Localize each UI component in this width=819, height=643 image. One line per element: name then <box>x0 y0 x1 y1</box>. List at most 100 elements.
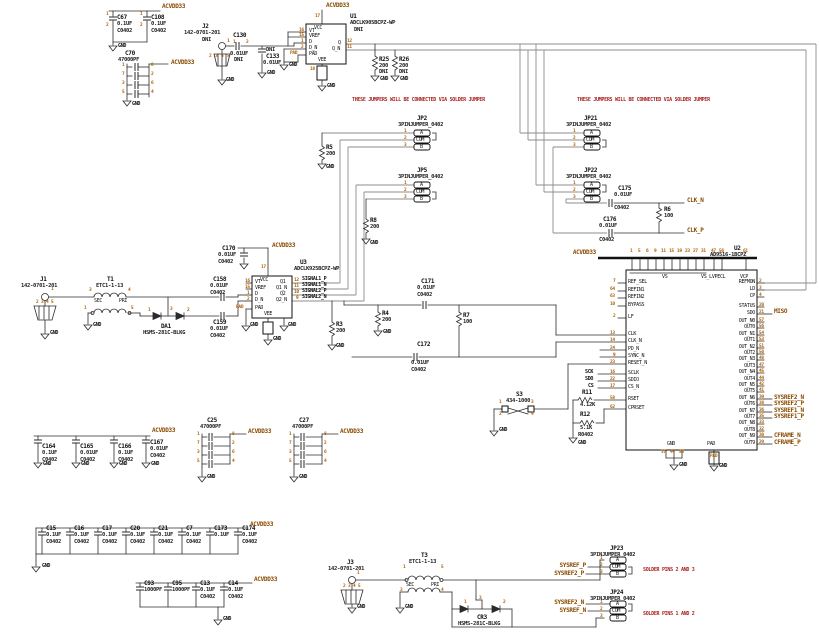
schematic-label: GND <box>578 440 587 446</box>
schematic-label: 3 <box>531 400 534 405</box>
schematic-label: 4 <box>128 288 131 293</box>
schematic-label: 47000PF <box>292 424 314 430</box>
schematic-label: B <box>590 144 593 150</box>
schematic-label: 3 <box>122 81 125 86</box>
schematic-label: Q1_N <box>276 285 287 291</box>
schematic-label: 4 <box>221 54 224 59</box>
schematic-label: 15 <box>669 249 674 254</box>
schematic-label: C133 <box>266 53 280 60</box>
schematic-label: A <box>420 182 423 188</box>
schematic-label: 3PINJUMPER_0402 <box>398 122 444 128</box>
schematic-label: 4 <box>324 459 327 464</box>
schematic-label: C0402 <box>417 292 433 298</box>
schematic-label: C21 <box>158 525 168 532</box>
schematic-label: B <box>616 571 619 577</box>
schematic-label: 5 <box>122 90 125 95</box>
schematic-label: 16 <box>610 370 615 375</box>
schematic-label: OUT_N6 <box>738 395 756 401</box>
schematic-label: PAD <box>710 454 718 459</box>
schematic-label: 1 <box>404 129 407 134</box>
schematic-label: 2 <box>404 188 407 193</box>
schematic-label: 17 <box>610 384 615 389</box>
schematic-label: 1 <box>106 12 109 17</box>
schematic-label: 12 <box>347 39 352 44</box>
schematic-label: ACVDD33 <box>254 576 278 583</box>
schematic-label: C167 <box>150 439 164 446</box>
schematic-label: 16 <box>245 279 250 284</box>
schematic-label: 32 <box>759 427 764 432</box>
schematic-label: REFMON <box>738 279 756 285</box>
schematic-label: C165 <box>80 443 94 450</box>
schematic-label: OUT5 <box>744 388 755 394</box>
schematic-label: 434-1000 <box>506 398 531 404</box>
schematic-label: 2 <box>187 308 190 313</box>
schematic-label: 3 <box>89 288 92 293</box>
schematic-label: 1 <box>247 291 250 296</box>
schematic-label: VEE <box>264 311 273 317</box>
schematic-label: PAD <box>290 51 298 56</box>
schematic-label: 200 <box>399 63 409 69</box>
schematic-label: OUT3 <box>744 363 755 369</box>
schematic-label: 3 <box>479 596 482 601</box>
schematic-label: DNI <box>399 69 409 75</box>
schematic-label: 2 <box>503 600 506 605</box>
schematic-label: SYSREF2_P <box>554 570 584 577</box>
schematic-label: 1 <box>227 39 230 44</box>
schematic-label: ADCLK905BCPZ-WP <box>350 20 396 26</box>
schematic-label: CFRAME_P <box>774 439 801 446</box>
schematic-label: 100 <box>664 213 674 219</box>
schematic-label: 63 <box>610 294 615 299</box>
schematic-label: CS <box>588 383 594 389</box>
schematic-label: 1 <box>148 308 151 313</box>
schematic-label: 3 <box>170 307 173 312</box>
schematic-label: 8 <box>324 432 327 437</box>
schematic-label: 17 <box>315 14 320 19</box>
schematic-label: 3 <box>573 143 576 148</box>
schematic-label: GND <box>299 474 308 480</box>
schematic-label: SOLDER PINS 1 AND 2 <box>643 611 695 617</box>
schematic-label: GND <box>151 461 160 467</box>
schematic-label: R3 <box>336 321 343 328</box>
schematic-label: STATUS <box>738 303 756 309</box>
schematic-label: 0.01UF <box>599 223 618 229</box>
schematic-label: RESET_N <box>628 360 647 366</box>
schematic-label: 62 <box>610 405 615 410</box>
schematic-label: 200 <box>379 63 389 69</box>
schematic-label: LF <box>628 314 634 320</box>
schematic-label: SYSREF_N <box>559 607 587 614</box>
schematic-label: 1 <box>403 565 406 570</box>
schematic-label: B <box>420 196 423 202</box>
schematic-label: 16 <box>299 28 304 33</box>
schematic-label: GND <box>357 604 366 610</box>
schematic-label: VCC <box>260 277 269 283</box>
schematic-label: 7 <box>122 72 125 77</box>
schematic-label: 5 <box>441 565 444 570</box>
schematic-label: 39 <box>759 395 764 400</box>
schematic-label: 2 <box>140 23 143 28</box>
schematic-label: C0402 <box>74 539 90 545</box>
schematic-label: 2 <box>404 136 407 141</box>
schematic-label: SEC <box>94 298 103 304</box>
schematic-label: VREF <box>255 285 266 291</box>
schematic-label: ACVDD33 <box>572 249 596 256</box>
schematic-label: 4 <box>759 293 762 298</box>
schematic-label: R25 <box>379 56 389 63</box>
schematic-label: C0402 <box>118 457 134 463</box>
schematic-label: 200 <box>336 328 346 334</box>
schematic-label: 55 <box>679 450 684 455</box>
schematic-label: R11 <box>582 389 592 396</box>
schematic-label: U2 <box>734 245 741 252</box>
schematic-label: 0.01UF <box>150 446 169 452</box>
schematic-label: GND <box>405 604 414 610</box>
schematic-label: SDO <box>585 376 594 382</box>
schematic-label: 1 <box>630 249 633 254</box>
schematic-label: Q2_N <box>276 297 287 303</box>
schematic-label: C0402 <box>210 333 226 339</box>
schematic-label: 37 <box>661 450 666 455</box>
schematic-label: 100 <box>463 319 473 325</box>
schematic-label: VCP <box>740 274 749 280</box>
schematic-label: 27 <box>693 249 698 254</box>
schematic-label: SYSREF_P <box>559 562 587 569</box>
schematic-label: ETC1-1-13 <box>96 283 124 289</box>
